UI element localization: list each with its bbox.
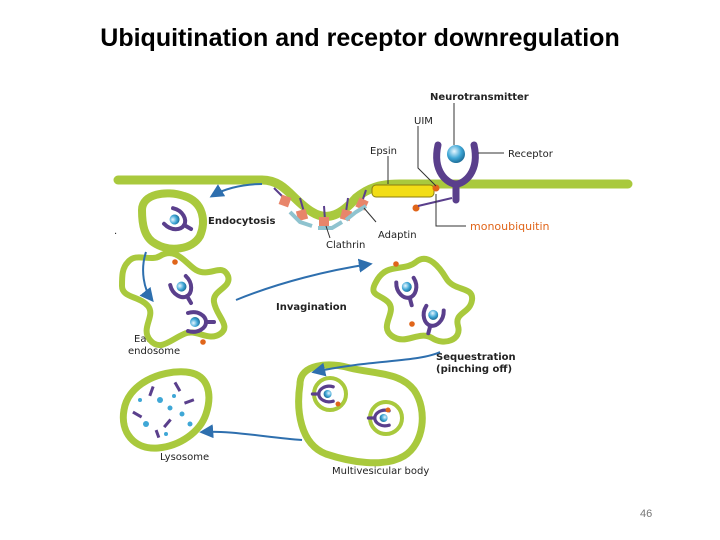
label-endocytosis: Endocytosis: [208, 216, 275, 227]
label-epsin: Epsin: [370, 146, 397, 157]
label-sequestration-2: (pinching off): [436, 364, 512, 375]
stray-dot: .: [114, 226, 117, 237]
label-multivesicular-body: Multivesicular body: [332, 466, 429, 477]
pathway-arrows: [139, 183, 441, 441]
label-neurotransmitter: Neurotransmitter: [430, 92, 529, 103]
label-clathrin: Clathrin: [326, 240, 365, 251]
slide-title: Ubiquitination and receptor downregulati…: [100, 24, 620, 52]
invaginating-endosome: [370, 255, 476, 345]
uim-ubiquitin: [432, 184, 440, 192]
early-endosome: [118, 250, 232, 348]
multivesicular-body: [295, 361, 426, 467]
label-uim: UIM: [414, 116, 433, 127]
label-monoubiquitin: monoubiquitin: [470, 220, 550, 233]
label-receptor: Receptor: [508, 149, 554, 160]
receptor-main: [412, 141, 479, 212]
epsin-bar: [371, 184, 435, 198]
label-adaptin: Adaptin: [378, 230, 417, 241]
label-early-endosome-2: endosome: [128, 346, 180, 357]
label-invagination: Invagination: [276, 302, 347, 313]
label-lysosome: Lysosome: [160, 452, 209, 463]
clathrin-coat: [273, 187, 369, 230]
lysosome: [119, 368, 213, 452]
monoubiquitin-dot: [412, 204, 420, 212]
label-sequestration-1: Sequestration: [436, 352, 516, 363]
coated-vesicle: [137, 189, 207, 253]
page-number: 46: [640, 508, 653, 520]
